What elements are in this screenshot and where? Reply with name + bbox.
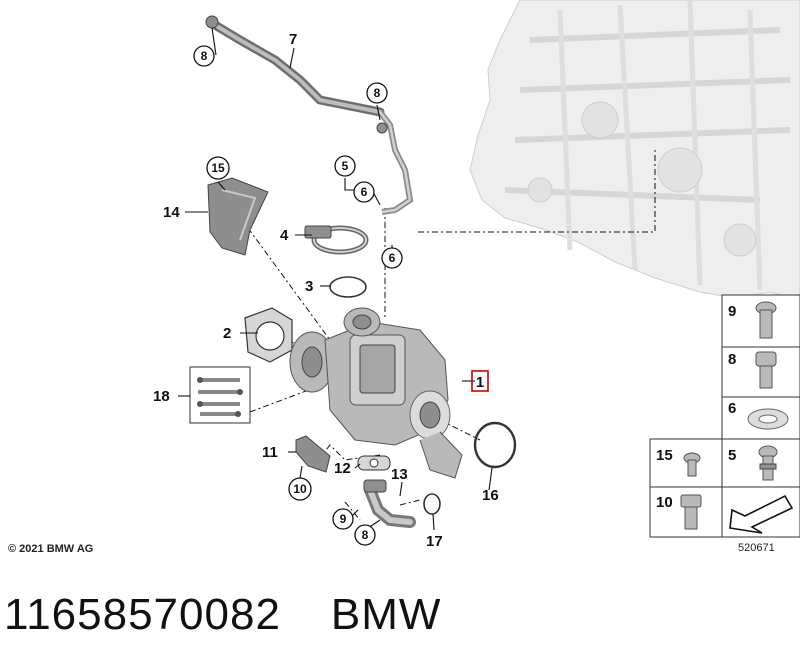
part-number-caption: 11658570082 BMW	[4, 590, 441, 640]
callout-3: 3	[305, 278, 313, 295]
seal-ring	[329, 276, 367, 298]
callout-11: 11	[262, 444, 278, 461]
banjo-bolt-icon	[758, 445, 778, 481]
callout-12: 12	[334, 460, 351, 477]
callout-1: 1	[476, 374, 484, 391]
legend-label-6: 6	[728, 400, 736, 417]
callout-7: 7	[289, 31, 297, 48]
legend-label-10: 10	[656, 494, 673, 511]
legend-label-9: 9	[728, 303, 736, 320]
callout-15: 15	[211, 161, 225, 175]
callout-14: 14	[163, 204, 180, 221]
callout-13: 13	[391, 466, 408, 483]
hardware-legend: 9 8 6 15 5 10	[649, 294, 800, 538]
oil-return-pipe	[363, 479, 416, 528]
bracket	[295, 435, 331, 473]
washer-icon	[747, 408, 789, 430]
engine-block-illustration	[469, 0, 800, 301]
highlight-box	[471, 370, 489, 392]
clamp	[304, 225, 369, 255]
bolt-kit	[189, 366, 251, 424]
callout-4: 4	[280, 227, 289, 244]
callout-10: 10	[293, 482, 307, 496]
callout-6-lower: 6	[389, 251, 396, 265]
callout-6-upper: 6	[361, 185, 368, 199]
callout-8-pipe: 8	[374, 86, 381, 100]
callout-16: 16	[482, 487, 499, 504]
callout-labels: 7 8 8 5 6 15 14 4 6 3 2 1 18 11 10 12 13…	[153, 31, 499, 550]
part-number: 11658570082	[4, 590, 281, 639]
bolt-icon	[755, 301, 777, 339]
callout-8-bottom: 8	[362, 528, 369, 542]
legend-label-5: 5	[728, 447, 736, 464]
diagram-reference-number: 520671	[738, 542, 775, 554]
exploded-parts-diagram: 7 8 8 5 6 15 14 4 6 3 2 1 18 11 10 12 13…	[153, 0, 800, 550]
turbocharger	[289, 307, 463, 479]
callout-8-top: 8	[201, 49, 208, 63]
callout-17: 17	[426, 533, 443, 550]
direction-arrow-icon	[729, 494, 794, 534]
callout-5: 5	[342, 159, 349, 173]
hollow-bolt-icon	[755, 351, 777, 389]
callout-18: 18	[153, 388, 170, 405]
oil-feed-line	[205, 15, 414, 215]
legend-label-8: 8	[728, 351, 736, 368]
seal-ring-outlet	[473, 421, 517, 469]
copyright-notice: © 2021 BMW AG	[8, 543, 94, 555]
callout-9: 9	[340, 512, 347, 526]
o-ring	[423, 493, 441, 515]
legend-label-15: 15	[656, 447, 673, 464]
brand-name: BMW	[330, 590, 442, 639]
gasket-small	[357, 455, 391, 471]
callout-2: 2	[223, 325, 231, 342]
hex-bolt-icon	[680, 494, 702, 530]
gasket	[244, 307, 293, 363]
small-bolt-icon	[683, 452, 701, 477]
